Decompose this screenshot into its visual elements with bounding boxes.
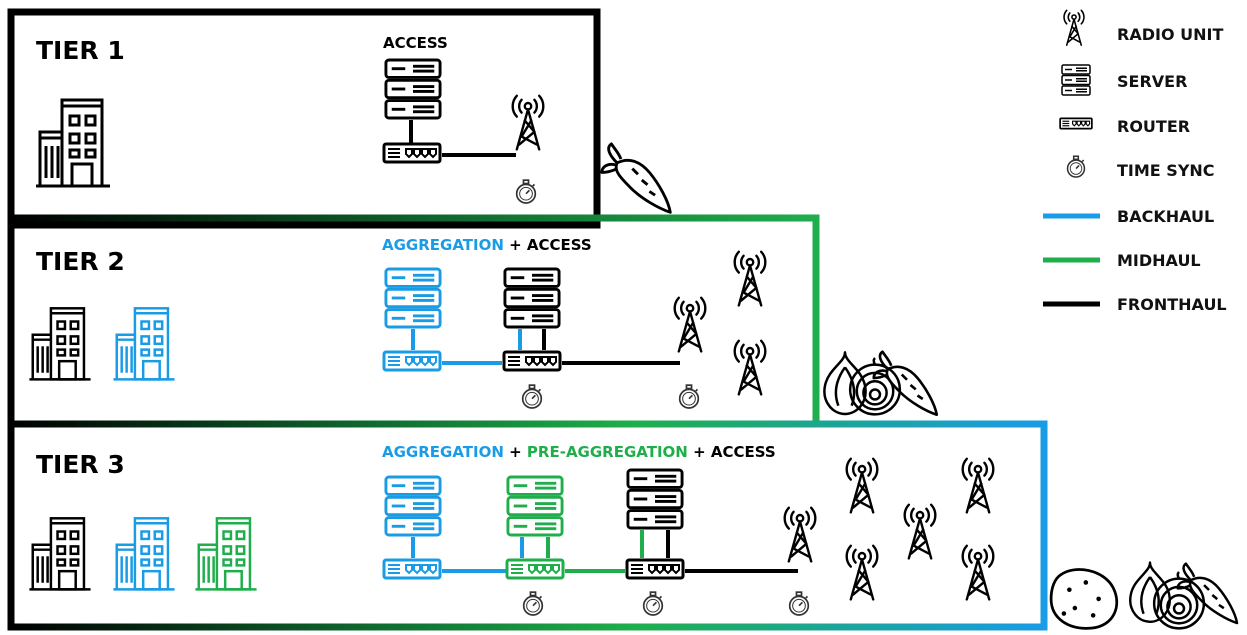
tier-3-title: TIER 3 <box>36 450 125 479</box>
tier-3-segment-aggregation: AGGREGATION <box>382 443 504 461</box>
legend-label: SERVER <box>1117 72 1187 91</box>
tier-3-segment-plus: + <box>688 443 711 461</box>
tier-1-segment: ACCESS <box>383 34 448 52</box>
router-icon <box>382 558 442 580</box>
radio-unit-icon <box>845 457 879 514</box>
legend-label: BACKHAUL <box>1117 207 1214 226</box>
radio-unit-icon <box>961 544 995 601</box>
time-sync-icon <box>521 384 543 409</box>
server-icon <box>503 267 561 329</box>
building-icon <box>34 98 112 188</box>
router-icon <box>502 350 562 372</box>
legend-label: FRONTHAUL <box>1117 295 1227 314</box>
tier-1-box <box>7 8 601 229</box>
radio-unit-icon <box>511 94 545 151</box>
radio-unit-icon <box>903 503 937 560</box>
time-sync-icon <box>678 384 700 409</box>
legend: RADIO UNIT SERVER ROUTER TIME SYNC BACKH… <box>1043 9 1227 314</box>
tier-3-subtitle: AGGREGATION + PRE-AGGREGATION + ACCESS <box>382 443 776 461</box>
tier-2-segment-plus: + <box>504 236 527 254</box>
server-icon <box>506 475 564 537</box>
tier-2-segment-access: ACCESS <box>527 236 592 254</box>
carrot-icon <box>600 142 672 214</box>
time-sync-icon <box>642 591 664 616</box>
radio-unit-icon <box>673 296 707 353</box>
building-icon <box>112 516 176 591</box>
tier-2-subtitle: AGGREGATION + ACCESS <box>382 236 592 254</box>
router-icon <box>625 558 685 580</box>
time-sync-icon <box>515 179 537 204</box>
radio-unit-icon <box>733 339 767 396</box>
time-sync-icon <box>522 591 544 616</box>
tier-3-segment-plus: + <box>504 443 527 461</box>
tier-3-segment-access: ACCESS <box>711 443 776 461</box>
legend-label: TIME SYNC <box>1117 161 1215 180</box>
tier-2-title: TIER 2 <box>36 247 125 276</box>
tier-2-segment-aggregation: AGGREGATION <box>382 236 504 254</box>
server-icon <box>1061 64 1091 96</box>
router-icon <box>382 350 442 372</box>
server-icon <box>626 468 684 530</box>
building-icon <box>112 306 176 381</box>
legend-label: ROUTER <box>1117 117 1190 136</box>
time-sync-icon <box>788 591 810 616</box>
legend-label: MIDHAUL <box>1117 251 1201 270</box>
router-icon <box>1059 117 1093 130</box>
radio-unit-icon <box>1063 9 1085 47</box>
server-icon <box>384 267 442 329</box>
tier-1-subtitle: ACCESS <box>383 34 448 52</box>
tier-3-box <box>7 420 1048 631</box>
potato-icon <box>1049 568 1119 630</box>
building-icon <box>28 306 92 381</box>
router-icon <box>505 558 565 580</box>
tier-2-box <box>7 214 820 425</box>
server-icon <box>384 475 442 537</box>
tier-1-title: TIER 1 <box>36 36 125 65</box>
radio-unit-icon <box>845 544 879 601</box>
time-sync-icon <box>1066 155 1086 178</box>
radio-unit-icon <box>783 506 817 563</box>
radio-unit-icon <box>733 250 767 307</box>
tier-3-segment-pre-aggregation: PRE-AGGREGATION <box>527 443 688 461</box>
radio-unit-icon <box>961 457 995 514</box>
legend-label: RADIO UNIT <box>1117 25 1223 44</box>
router-icon <box>382 142 442 164</box>
building-icon <box>28 516 92 591</box>
server-icon <box>384 58 442 120</box>
building-icon <box>194 516 258 591</box>
